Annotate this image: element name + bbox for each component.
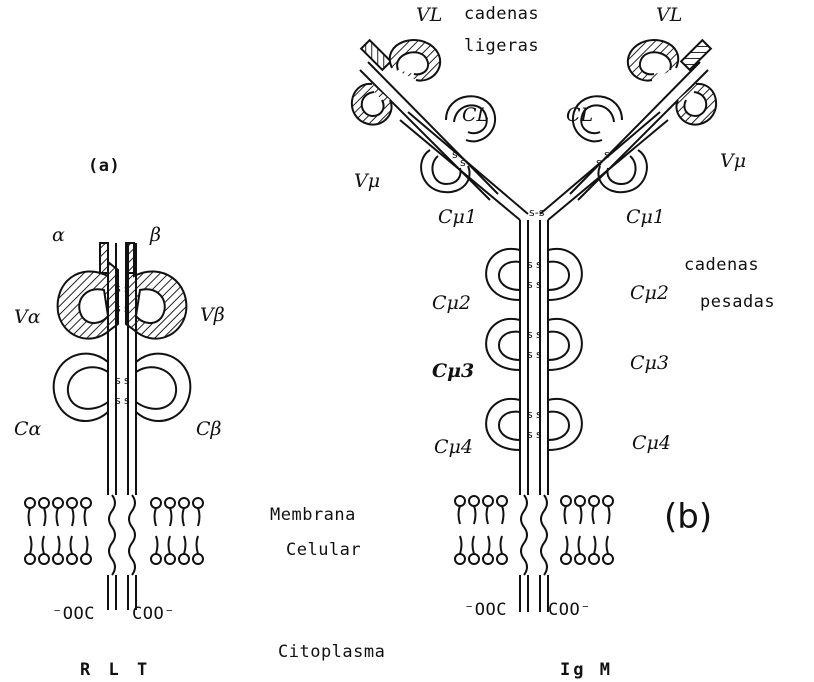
igm-cmu1-right-label: Cμ1: [626, 206, 665, 228]
igm-heavy-chains-label-1: cadenas: [684, 255, 759, 275]
tcr-membrane-right: [151, 498, 203, 564]
igm-cmu1-left-label: Cμ1: [438, 206, 477, 228]
svg-text:s: s: [124, 394, 130, 407]
svg-text:s: s: [527, 428, 533, 441]
igm-cmu4-right-label: Cμ4: [632, 432, 671, 454]
igm-cmu3-right-label: Cμ3: [630, 352, 669, 374]
svg-text:s: s: [452, 148, 458, 161]
igm-membrane-right: [561, 496, 613, 564]
tcr-membrane-left: [25, 498, 91, 564]
tcr-ooc-label: ⁻OOC: [52, 604, 95, 624]
igm-cl-right-label: CL: [566, 104, 593, 126]
igm-cmu3-left-label: Cμ3: [432, 360, 474, 382]
igm-vh-left-label: Vμ: [354, 170, 380, 192]
svg-text:s: s: [536, 278, 542, 291]
igm-ooc-label: ⁻OOC: [464, 600, 507, 620]
tcr-c-beta-label: Cβ: [196, 418, 222, 440]
tcr-c-beta-domain: [136, 354, 190, 421]
igm-cmu2-right-label: Cμ2: [630, 282, 669, 304]
igm-vl-left-label: VL: [416, 4, 442, 26]
svg-text:s: s: [536, 408, 542, 421]
igm-cmu2-left-label: Cμ2: [432, 292, 471, 314]
svg-text:s: s: [460, 156, 466, 169]
svg-text:s: s: [604, 148, 610, 161]
svg-text:s: s: [527, 348, 533, 361]
svg-text:s: s: [527, 408, 533, 421]
svg-text:s: s: [536, 258, 542, 271]
svg-text:s: s: [536, 428, 542, 441]
citoplasma-label: Citoplasma: [278, 642, 385, 662]
tcr-panel-label: (a): [88, 156, 120, 176]
svg-text:s: s: [527, 328, 533, 341]
svg-text:s-s: s-s: [529, 206, 545, 219]
tcr-name-label: R L T: [80, 660, 151, 680]
svg-text:s: s: [596, 156, 602, 169]
svg-text:s: s: [124, 374, 130, 387]
igm-panel-label: (b): [664, 497, 712, 537]
tcr-coo-label: COO⁻: [132, 604, 175, 624]
svg-text:s: s: [536, 328, 542, 341]
igm-coo-label: COO⁻: [548, 600, 591, 620]
svg-text:s: s: [527, 258, 533, 271]
svg-text:s: s: [527, 278, 533, 291]
tcr-c-alpha-label: Cα: [14, 418, 41, 440]
tcr-v-alpha-label: Vα: [14, 306, 41, 328]
svg-text:s: s: [124, 282, 130, 295]
igm-cmu2-domain: [486, 249, 582, 300]
igm-vh-right-label: Vμ: [720, 150, 746, 172]
igm-membrane-left: [455, 496, 507, 564]
igm-name-label: Ig M: [560, 660, 613, 680]
svg-text:s: s: [115, 282, 121, 295]
tcr-beta-label: β: [150, 224, 161, 246]
igm-cl-left-label: CL: [462, 104, 489, 126]
igm-cmu3-domain: [486, 319, 582, 370]
igm-cmu4-left-label: Cμ4: [434, 436, 473, 458]
igm-vl-right-label: VL: [656, 4, 682, 26]
igm-cmu4-domain: [486, 399, 582, 450]
svg-text:s: s: [115, 394, 121, 407]
svg-text:s: s: [124, 302, 130, 315]
svg-text:s: s: [115, 374, 121, 387]
igm-structure: [352, 40, 716, 612]
tcr-c-alpha-domain: [54, 354, 108, 421]
membrana-label: Membrana: [270, 505, 356, 525]
celular-label: Celular: [286, 540, 361, 560]
svg-text:s: s: [536, 348, 542, 361]
tcr-alpha-label: α: [52, 224, 65, 246]
svg-text:s: s: [115, 302, 121, 315]
igm-light-chains-label-1: cadenas: [464, 4, 539, 24]
igm-light-chains-label-2: ligeras: [464, 36, 539, 56]
igm-heavy-chains-label-2: pesadas: [700, 292, 775, 312]
tcr-v-beta-label: Vβ: [200, 304, 225, 326]
